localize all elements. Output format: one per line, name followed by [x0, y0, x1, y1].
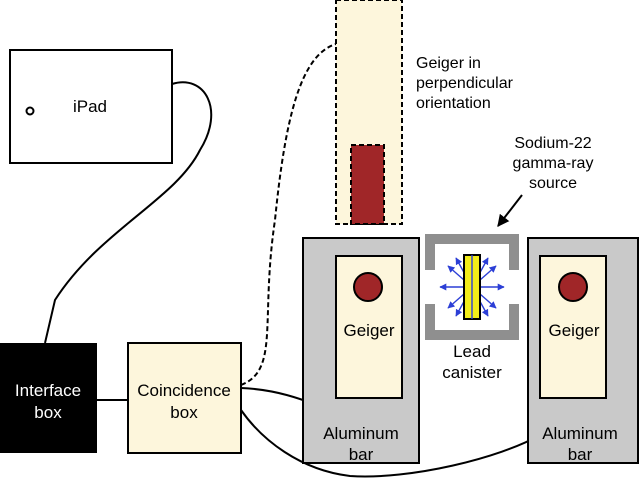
interface-box-label-line2: box: [34, 403, 62, 422]
geiger-right-label: Geiger: [548, 321, 599, 340]
coincidence-box: [127, 342, 242, 454]
geiger-left: [335, 255, 403, 399]
perpendicular-label-line2: perpendicular: [416, 75, 514, 92]
ipad-label: iPad: [73, 97, 107, 116]
ipad: [9, 49, 173, 164]
coincidence-box-label-line1: Coincidence: [137, 381, 231, 400]
geiger-left-label: Geiger: [343, 321, 394, 340]
perpendicular-label-line1: Geiger in: [416, 55, 481, 72]
source-pointer-arrow: [497, 194, 523, 227]
source-label-line3: source: [529, 175, 577, 192]
lead-canister-label-line1: Lead: [453, 342, 491, 361]
source-label-line1: Sodium-22: [514, 135, 591, 152]
aluminum-left-label-line1: Aluminum: [323, 424, 399, 443]
source-label-line2: gamma-ray: [513, 155, 594, 172]
aluminum-right-label-line1: Aluminum: [542, 424, 618, 443]
lead-canister-label-line2: canister: [442, 363, 502, 382]
interface-box-label-line1: Interface: [15, 381, 81, 400]
geiger-left-tube-window: [353, 272, 383, 302]
perpendicular-geiger-tube: [350, 144, 385, 225]
lead-canister: [425, 234, 519, 340]
geiger-right-tube-window: [558, 272, 588, 302]
aluminum-left-label-line2: bar: [349, 445, 374, 464]
ipad-cable: [44, 81, 213, 344]
perpendicular-geiger-cable: [240, 43, 337, 386]
aluminum-right-label-line2: bar: [568, 445, 593, 464]
coincidence-box-label-line2: box: [170, 403, 198, 422]
interface-box: [0, 343, 97, 453]
perpendicular-label-line3: orientation: [416, 95, 491, 112]
ipad-home-button-icon: [25, 106, 35, 116]
